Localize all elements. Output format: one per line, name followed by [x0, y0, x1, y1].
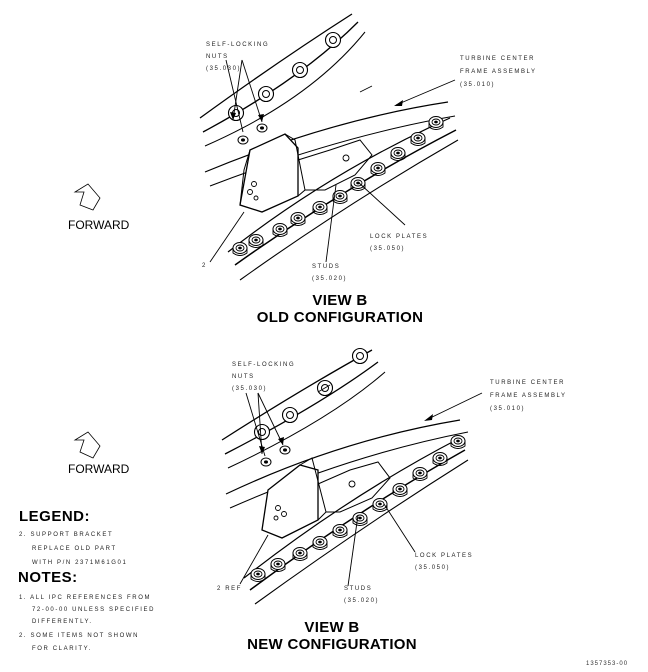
- figure-id: 1357353-00: [586, 661, 629, 667]
- new-configuration-illustration: [73, 347, 483, 605]
- top-view-title-line2: OLD CONFIGURATION: [256, 309, 424, 326]
- bottom-frame-label-line1: TURBINE CENTER: [490, 380, 566, 386]
- top-frame-label-line2: FRAME ASSEMBLY: [460, 69, 537, 75]
- bottom-frame-label-line2: FRAME ASSEMBLY: [490, 393, 567, 399]
- bottom-studs-label-line1: STUDS: [344, 586, 373, 592]
- legend-line-2: REPLACE OLD PART: [32, 546, 117, 552]
- notes-line-3: DIFFERENTLY.: [32, 619, 93, 625]
- top-nuts-label-line3: (35.030): [206, 66, 242, 72]
- top-studs-label-line1: STUDS: [312, 264, 341, 270]
- top-frame-label-line1: TURBINE CENTER: [460, 56, 536, 62]
- legend-line-3: WITH P/N 2371M61G01: [32, 560, 128, 566]
- notes-line-2: 72-00-00 UNLESS SPECIFIED: [32, 607, 156, 613]
- bottom-view-title-line2: NEW CONFIGURATION: [247, 636, 417, 653]
- top-lockplates-label-line2: (35.050): [370, 246, 406, 252]
- top-ref-number: 2: [202, 263, 207, 269]
- notes-line-5: FOR CLARITY.: [32, 646, 92, 652]
- legend-heading: LEGEND:: [19, 508, 90, 525]
- top-lockplates-label-line1: LOCK PLATES: [370, 234, 429, 240]
- old-configuration-illustration: [73, 13, 459, 281]
- bottom-forward-label: FORWARD: [68, 462, 130, 476]
- legend-line-1: 2. SUPPORT BRACKET: [19, 532, 114, 538]
- top-studs-label-line2: (35.020): [312, 276, 348, 282]
- bottom-ref-number: 2 REF: [217, 586, 243, 592]
- bottom-nuts-label-line1: SELF-LOCKING: [232, 362, 296, 368]
- top-nuts-label-line1: SELF-LOCKING: [206, 42, 270, 48]
- bottom-view-title-line1: VIEW B: [304, 619, 360, 636]
- notes-heading: NOTES:: [18, 569, 78, 586]
- bottom-nuts-label-line2: NUTS: [232, 374, 255, 380]
- top-nuts-label-line2: NUTS: [206, 54, 229, 60]
- bottom-frame-label-line3: (35.010): [490, 406, 526, 412]
- notes-line-4: 2. SOME ITEMS NOT SHOWN: [19, 633, 140, 639]
- notes-line-1: 1. ALL IPC REFERENCES FROM: [19, 595, 152, 601]
- top-forward-label: FORWARD: [68, 218, 130, 232]
- bottom-lockplates-label-line2: (35.050): [415, 565, 451, 571]
- bottom-studs-label-line2: (35.020): [344, 598, 380, 604]
- bottom-nuts-label-line3: (35.030): [232, 386, 268, 392]
- top-view-title-line1: VIEW B: [312, 292, 368, 309]
- bottom-view-title: VIEW B NEW CONFIGURATION: [212, 619, 452, 653]
- top-frame-label-line3: (35.010): [460, 82, 496, 88]
- top-view-title: VIEW B OLD CONFIGURATION: [220, 292, 460, 326]
- bottom-lockplates-label-line1: LOCK PLATES: [415, 553, 474, 559]
